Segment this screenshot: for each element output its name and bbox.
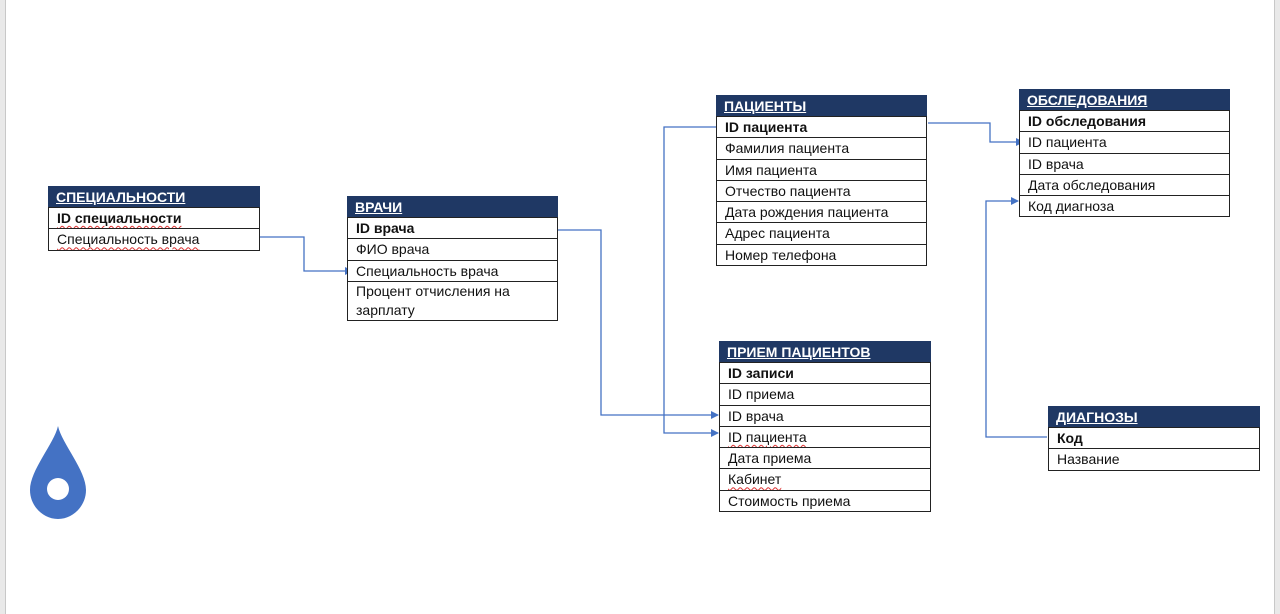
table-title: СПЕЦИАЛЬНОСТИ — [48, 186, 260, 207]
field-label: Специальность врача — [57, 231, 200, 248]
table-row: ID обследования — [1020, 110, 1229, 131]
connector-diagnosis-examination — [985, 197, 1047, 438]
frame-right-line — [1274, 0, 1275, 614]
water-drop-icon — [30, 426, 86, 519]
frame-left — [0, 0, 5, 614]
table-row: Дата приема — [720, 447, 930, 468]
table-row: Номер телефона — [717, 243, 926, 265]
table-row: ID врача — [348, 217, 557, 238]
table-examinations: ОБСЛЕДОВАНИЯ ID обследования ID пациента… — [1019, 89, 1230, 218]
field-label: Кабинет — [728, 471, 782, 488]
table-row: Дата рождения пациента — [717, 201, 926, 222]
table-title: ОБСЛЕДОВАНИЯ — [1019, 89, 1230, 110]
table-row: Отчество пациента — [717, 179, 926, 201]
table-row: Имя пациента — [717, 158, 926, 180]
frame-right — [1275, 0, 1280, 614]
table-diagnoses: ДИАГНОЗЫ Код Название — [1048, 406, 1260, 471]
table-row: ID записи — [720, 362, 930, 383]
connector-specialty — [260, 236, 353, 275]
table-row: Адрес пациента — [717, 222, 926, 243]
field-label: ID пациента — [728, 428, 807, 445]
table-row: Специальность врача — [49, 228, 259, 249]
table-specialties: СПЕЦИАЛЬНОСТИ ID специальности Специальн… — [48, 186, 260, 251]
table-row: Дата обследования — [1020, 173, 1229, 195]
table-title: ПАЦИЕНТЫ — [716, 95, 927, 116]
table-row: ID пациента — [717, 116, 926, 137]
table-row: Стоимость приема — [720, 489, 930, 511]
table-doctors: ВРАЧИ ID врача ФИО врача Специальность в… — [347, 196, 558, 321]
table-row: ID пациента — [1020, 131, 1229, 152]
table-row: ID врача — [720, 404, 930, 426]
table-row: Процент отчисления на зарплату — [348, 280, 557, 320]
frame-left-line — [5, 0, 6, 614]
table-row: Код диагноза — [1020, 195, 1229, 216]
table-row: ID врача — [1020, 152, 1229, 174]
table-row: ID приема — [720, 383, 930, 404]
table-row: ID специальности — [49, 207, 259, 228]
table-patients: ПАЦИЕНТЫ ID пациента Фамилия пациента Им… — [716, 95, 927, 267]
table-row: Специальность врача — [348, 259, 557, 281]
table-title: ВРАЧИ — [347, 196, 558, 217]
connector-patient-appointment — [663, 126, 719, 437]
table-row: Код — [1049, 427, 1259, 448]
table-row: Название — [1049, 448, 1259, 469]
table-row: ID пациента — [720, 425, 930, 447]
table-title: ДИАГНОЗЫ — [1048, 406, 1260, 427]
connector-doctor-appointment — [557, 229, 719, 419]
table-title: ПРИЕМ ПАЦИЕНТОВ — [719, 341, 931, 362]
table-row: Фамилия пациента — [717, 137, 926, 158]
table-row: Кабинет — [720, 468, 930, 489]
connector-patient-examination — [928, 122, 1024, 146]
table-row: ФИО врача — [348, 238, 557, 259]
field-label: ID специальности — [57, 210, 182, 226]
table-appointments: ПРИЕМ ПАЦИЕНТОВ ID записи ID приема ID в… — [719, 341, 931, 513]
